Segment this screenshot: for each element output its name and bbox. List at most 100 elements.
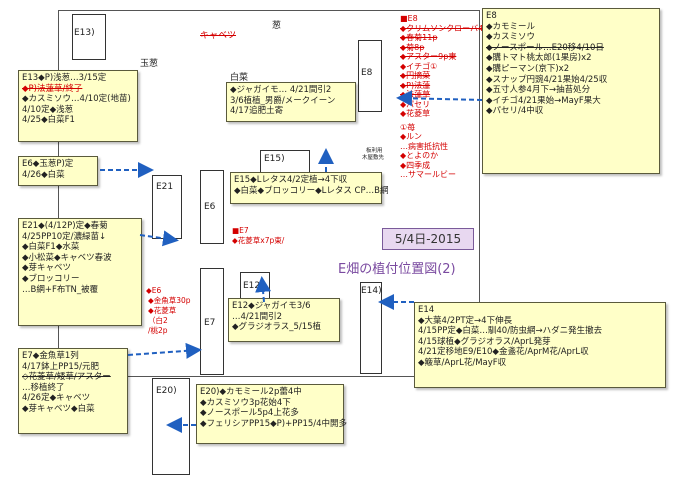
note-line: ◆ジャガイモ… 4/21間引2 bbox=[230, 85, 332, 95]
e8-memo-below: …病害抵抗性 bbox=[400, 141, 448, 151]
note-line: ◆カスミソウ bbox=[486, 32, 536, 43]
note-line: 4/17追肥土寄 bbox=[230, 106, 284, 117]
plot-e7 bbox=[200, 268, 224, 375]
note-e6: E6◆玉葱P)定 4/26◆白菜 bbox=[18, 156, 98, 186]
note-line: E14 bbox=[418, 305, 435, 315]
e8-memo-line: ◆花菱草 bbox=[400, 109, 431, 118]
note-e20: E20)◆カモミール2p蕾4中 ◆カスミソウ3p花始4下 ◆ノースポール5p4上… bbox=[196, 384, 348, 444]
note-line: ◆イチゴ4/21果始→MayF果大 bbox=[486, 95, 601, 106]
note-line: ◆芽キャベツ◆白菜 bbox=[22, 403, 95, 414]
plot-e8-label: E8 bbox=[361, 68, 373, 78]
note-line: ◆ブロッコリー bbox=[22, 273, 80, 284]
kingyo-line-2: ◆花菱草 bbox=[148, 306, 177, 315]
e8-memo-line: ◆菊8p bbox=[400, 42, 425, 52]
note-line: 4/17鉢上PP15/元肥 bbox=[22, 361, 100, 372]
note-line: 4/25◆白菜F1 bbox=[22, 115, 75, 126]
note-line: E6◆玉葱P)定 bbox=[22, 159, 74, 169]
note-line: E12◆ジャガイモ3/6 bbox=[232, 301, 311, 311]
e8-memo-below: ①苺 bbox=[400, 122, 416, 132]
kingyo-line-4: /桃2p bbox=[148, 326, 168, 335]
note-line: ◆大葉4/2PT定→4下伸長 bbox=[418, 315, 513, 326]
plot-e8 bbox=[358, 40, 382, 112]
e8-memo-line: ◆パセリ bbox=[400, 99, 431, 109]
note-line: ◆五寸人参4月下→抽苔処分 bbox=[486, 85, 591, 96]
crop-negi-label: 葱 bbox=[272, 21, 282, 31]
note-line: ◆カスミソウ…4/10定(地苗) bbox=[22, 94, 131, 105]
note-line: 4/25PP10定/濃緑苗↓ bbox=[22, 231, 107, 242]
note-line: E8 bbox=[486, 11, 497, 21]
e6-side-red: ◆E6 bbox=[146, 286, 162, 295]
e7-red-header: ■E7 bbox=[232, 226, 249, 235]
shop-label-2: 木屋敷先 bbox=[362, 155, 385, 161]
plot-e7-label: E7 bbox=[204, 318, 216, 328]
note-line: ◆ノースポール5p4上花多 bbox=[200, 408, 299, 419]
e8-memo-line: ◆クリムソンクローバ4p bbox=[400, 23, 489, 33]
note-line: ◆ノースポール…E20移4/10日 bbox=[486, 42, 604, 53]
plot-e12-label: E12) bbox=[243, 281, 264, 291]
note-line: 3/6植植_男爵/メークイーン bbox=[230, 95, 336, 106]
e8-memo: ■E8 ◆クリムソンクローバ4p ◆春菊11p ◆菊8p ◆アスター9p東 ◆イ… bbox=[400, 14, 488, 180]
e8-memo-below: …サマールビー bbox=[400, 170, 456, 179]
note-line: E7◆金魚草1列 bbox=[22, 351, 79, 361]
date-title: 5/4日-2015 bbox=[382, 228, 474, 250]
note-line: ◆小松菜◆キャベツ春波 bbox=[22, 252, 112, 263]
note-line: ◆カモミール bbox=[486, 21, 536, 32]
plot-e13-label: E13) bbox=[74, 28, 95, 38]
plot-e14-label: E14) bbox=[361, 286, 382, 296]
plot-e20-label: E20) bbox=[156, 386, 177, 396]
note-line: …4/21間引2 bbox=[232, 311, 282, 322]
note-line: …移植終了 bbox=[22, 382, 65, 393]
note-line: 4/15PP定◆白菜…馴40/防虫網→ハダニ発生撤去 bbox=[418, 326, 603, 337]
e8-memo-line: ◆P)法蓮 bbox=[400, 80, 431, 90]
e7-red-hanabishi: ◆花菱草x7p東/ bbox=[232, 236, 285, 245]
e8-memo-below: ◆ルン bbox=[400, 132, 422, 141]
note-line: 4/10定◆浅葱 bbox=[22, 104, 74, 115]
note-line: ◆白菜F1◆水菜 bbox=[22, 242, 80, 253]
note-line: ◆フェリシアPP15◆P)+PP15/4中開多 bbox=[200, 418, 348, 429]
plot-e21 bbox=[152, 175, 182, 239]
note-cabbage: ◆ジャガイモ… 4/21間引2 3/6植植_男爵/メークイーン 4/17追肥土寄 bbox=[226, 82, 356, 122]
e8-memo-line: ◆法蓮草 bbox=[400, 90, 431, 99]
note-e15: E15◆Lレタス4/2定植→4下収 ◆白菜◆ブロッコリー◆Lレタス CP…B網 bbox=[230, 172, 389, 204]
note-line: 4/26◆白菜 bbox=[22, 169, 65, 180]
note-line: E13◆P)浅葱…3/15定 bbox=[22, 73, 107, 83]
diagram-subtitle: E畑の植付位置図(2) bbox=[338, 262, 456, 277]
plot-e13 bbox=[72, 14, 106, 60]
note-line: 4/15球植◆グラジオラス/AprL発芽 bbox=[418, 336, 551, 347]
note-e12: E12◆ジャガイモ3/6 …4/21間引2 ◆グラジオラス_5/15植 bbox=[228, 298, 340, 342]
crop-hakusai-label: 白菜 bbox=[230, 73, 249, 83]
kingyo-line-1: ◆金魚草30p bbox=[148, 296, 191, 305]
note-line: ◆簸草/AprL花/MayF収 bbox=[418, 357, 507, 368]
e8-memo-line: ◆春菊11p bbox=[400, 33, 438, 42]
note-line: ◆白菜◆ブロッコリー◆Lレタス CP…B網 bbox=[234, 185, 389, 196]
note-line: 4/21定移地E9/E10◆金盞花/AprM花/AprL収 bbox=[418, 347, 589, 358]
kingyo-line-3: （白2 bbox=[148, 316, 168, 325]
note-line: ◆芽キャベツ bbox=[22, 263, 72, 274]
e8-memo-line: ◆アスター9p東 bbox=[400, 52, 457, 61]
note-line: E21◆(4/12P)定◆春菊 bbox=[22, 221, 108, 231]
note-e14: E14 ◆大葉4/2PT定→4下伸長 4/15PP定◆白菜…馴40/防虫網→ハダ… bbox=[414, 302, 666, 388]
note-line: E15◆Lレタス4/2定植→4下収 bbox=[234, 175, 348, 185]
note-line: ◆グラジオラス_5/15植 bbox=[232, 322, 322, 333]
plot-e6 bbox=[200, 170, 224, 244]
crop-cabbage-label: キャベツ bbox=[200, 31, 237, 41]
note-line: 4/26定◆キャベツ bbox=[22, 393, 91, 404]
note-line: ◆購トマト桃太郎(1果房)x2 bbox=[486, 53, 592, 64]
note-line: ◆カスミソウ3p花始4下 bbox=[200, 397, 291, 408]
plot-e21-label: E21 bbox=[156, 182, 174, 192]
e8-memo-below: ◆四季成 bbox=[400, 160, 431, 170]
note-line: ◆P)法蓮草/終了 bbox=[22, 83, 83, 94]
note-line: ◆パセリ/4中収 bbox=[486, 106, 544, 117]
note-e13: E13◆P)浅葱…3/15定 ◆P)法蓮草/終了 ◆カスミソウ…4/10定(地苗… bbox=[18, 70, 138, 142]
note-line: E20)◆カモミール2p蕾4中 bbox=[200, 387, 302, 397]
e8-memo-below: ◆とよのか bbox=[400, 151, 439, 160]
plot-e14 bbox=[360, 282, 382, 374]
e8-memo-line: ◆円摘菜 bbox=[400, 71, 431, 80]
note-e21: E21◆(4/12P)定◆春菊 4/25PP10定/濃緑苗↓ ◆白菜F1◆水菜 … bbox=[18, 218, 142, 326]
e8-memo-header: ■E8 bbox=[400, 14, 418, 23]
plot-e15-label: E15) bbox=[264, 154, 285, 164]
note-e8: E8 ◆カモミール ◆カスミソウ ◆ノースポール…E20移4/10日 ◆購トマト… bbox=[482, 8, 660, 174]
note-line: ◆スナップ円豌4/21果始4/25収 bbox=[486, 74, 608, 85]
shop-label-1: 板利用 bbox=[366, 148, 383, 154]
note-line: ◇花菱草/矮草/アスター bbox=[22, 372, 111, 383]
